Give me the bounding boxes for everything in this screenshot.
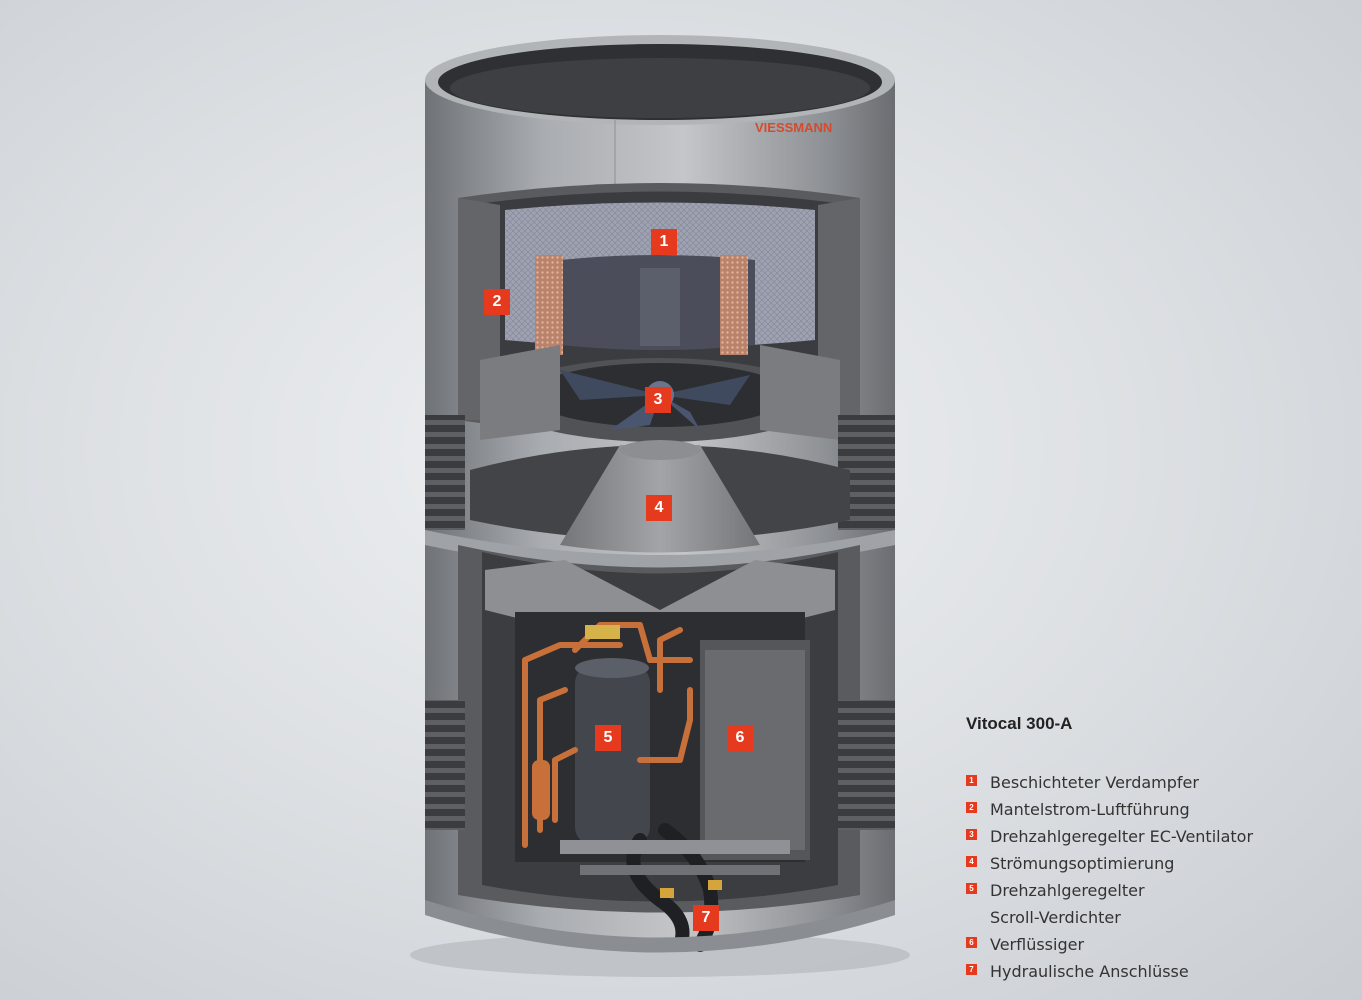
legend: 1 Beschichteter Verdampfer 2 Mantelstrom… (966, 769, 1356, 985)
legend-number: 4 (966, 856, 977, 867)
legend-item: 1 Beschichteter Verdampfer (966, 769, 1356, 796)
marker-5: 5 (595, 725, 621, 751)
legend-item: 2 Mantelstrom-Luftführung (966, 796, 1356, 823)
legend-number: 6 (966, 937, 977, 948)
legend-item: 4 Strömungsoptimierung (966, 850, 1356, 877)
legend-number: 5 (966, 883, 977, 894)
brand-logo: VIESSMANN (755, 120, 832, 135)
legend-number: 7 (966, 964, 977, 975)
legend-label: Hydraulische Anschlüsse (990, 962, 1189, 981)
legend-item: 5 Drehzahlgeregelter Scroll-Verdichter (966, 877, 1356, 931)
legend-label: Drehzahlgeregelter (990, 881, 1145, 900)
marker-6: 6 (727, 725, 753, 751)
legend-label: Beschichteter Verdampfer (990, 773, 1199, 792)
legend-item: 6 Verflüssiger (966, 931, 1356, 958)
marker-3: 3 (645, 387, 671, 413)
legend-number: 1 (966, 775, 977, 786)
marker-7: 7 (693, 905, 719, 931)
legend-number: 2 (966, 802, 977, 813)
legend-item: 3 Drehzahlgeregelter EC-Ventilator (966, 823, 1356, 850)
marker-1: 1 (651, 229, 677, 255)
legend-label: Verflüssiger (990, 935, 1085, 954)
legend-title: Vitocal 300-A (966, 714, 1073, 733)
legend-label: Strömungsoptimierung (990, 854, 1175, 873)
legend-label-line2: Scroll-Verdichter (990, 908, 1121, 927)
legend-number: 3 (966, 829, 977, 840)
marker-2: 2 (484, 289, 510, 315)
legend-label: Drehzahlgeregelter EC-Ventilator (990, 827, 1254, 846)
marker-4: 4 (646, 495, 672, 521)
legend-item: 7 Hydraulische Anschlüsse (966, 958, 1356, 985)
legend-label: Mantelstrom-Luftführung (990, 800, 1190, 819)
